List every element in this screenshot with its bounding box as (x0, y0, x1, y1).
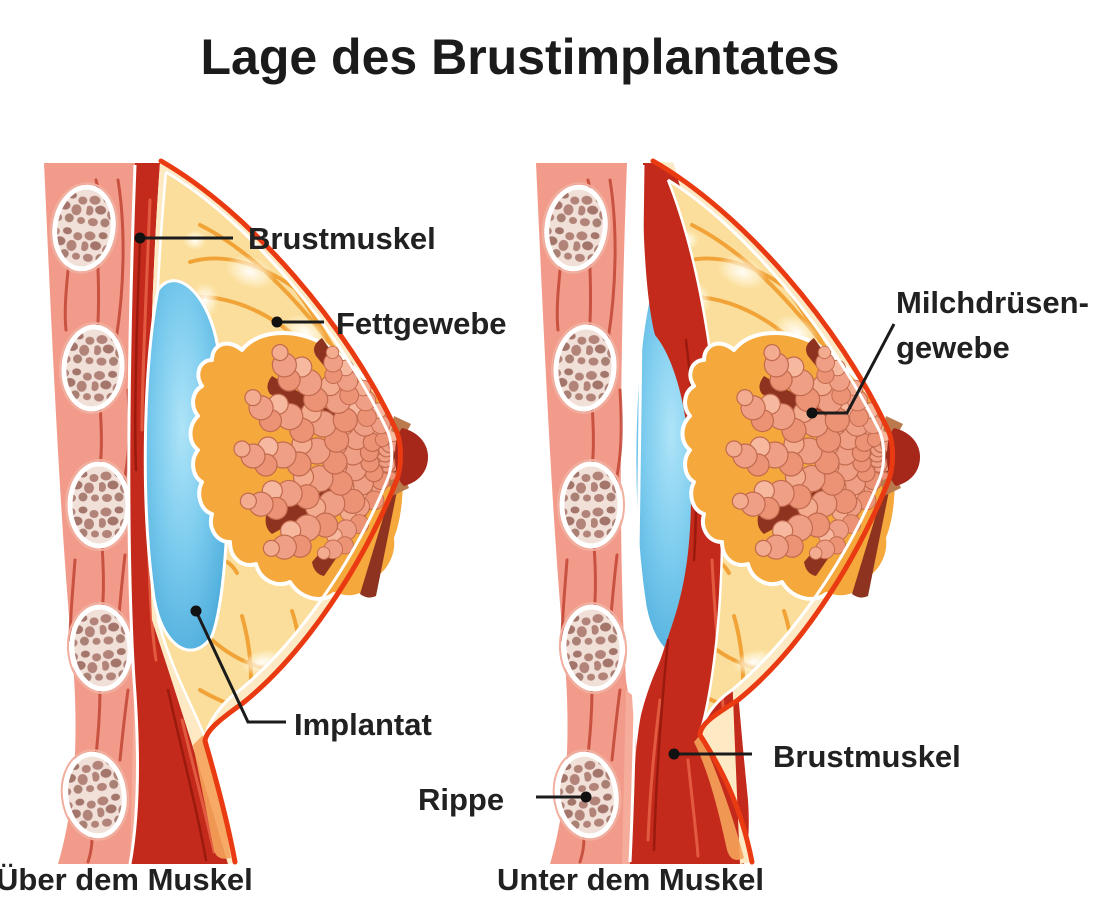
label-brustmuskel-right: Brustmuskel (773, 739, 961, 774)
label-brustmuskel-left: Brustmuskel (248, 221, 436, 256)
inframammary-fold-shadow (694, 735, 744, 860)
caption-over-muscle: Über dem Muskel (0, 862, 253, 897)
label-milchdruesengewebe-line1: Milchdrüsen- (896, 285, 1089, 320)
label-rippe: Rippe (418, 782, 505, 817)
label-milchdruesengewebe: Milchdrüsen- gewebe (896, 280, 1089, 370)
caption-under-muscle: Unter dem Muskel (497, 862, 765, 897)
skin-outline (158, 158, 403, 865)
label-fettgewebe: Fettgewebe (336, 306, 507, 341)
page-title: Lage des Brustimplantates (200, 29, 840, 85)
inframammary-fold-shadow (193, 735, 231, 859)
pectoral-muscle (128, 163, 228, 864)
label-implantat: Implantat (294, 707, 432, 742)
figure-implant-over-muscle (44, 158, 428, 865)
leader-lines (134, 232, 896, 803)
figure-implant-under-muscle (536, 158, 920, 865)
label-milchdruesengewebe-line2: gewebe (896, 330, 1010, 365)
skin-outline (650, 158, 895, 865)
